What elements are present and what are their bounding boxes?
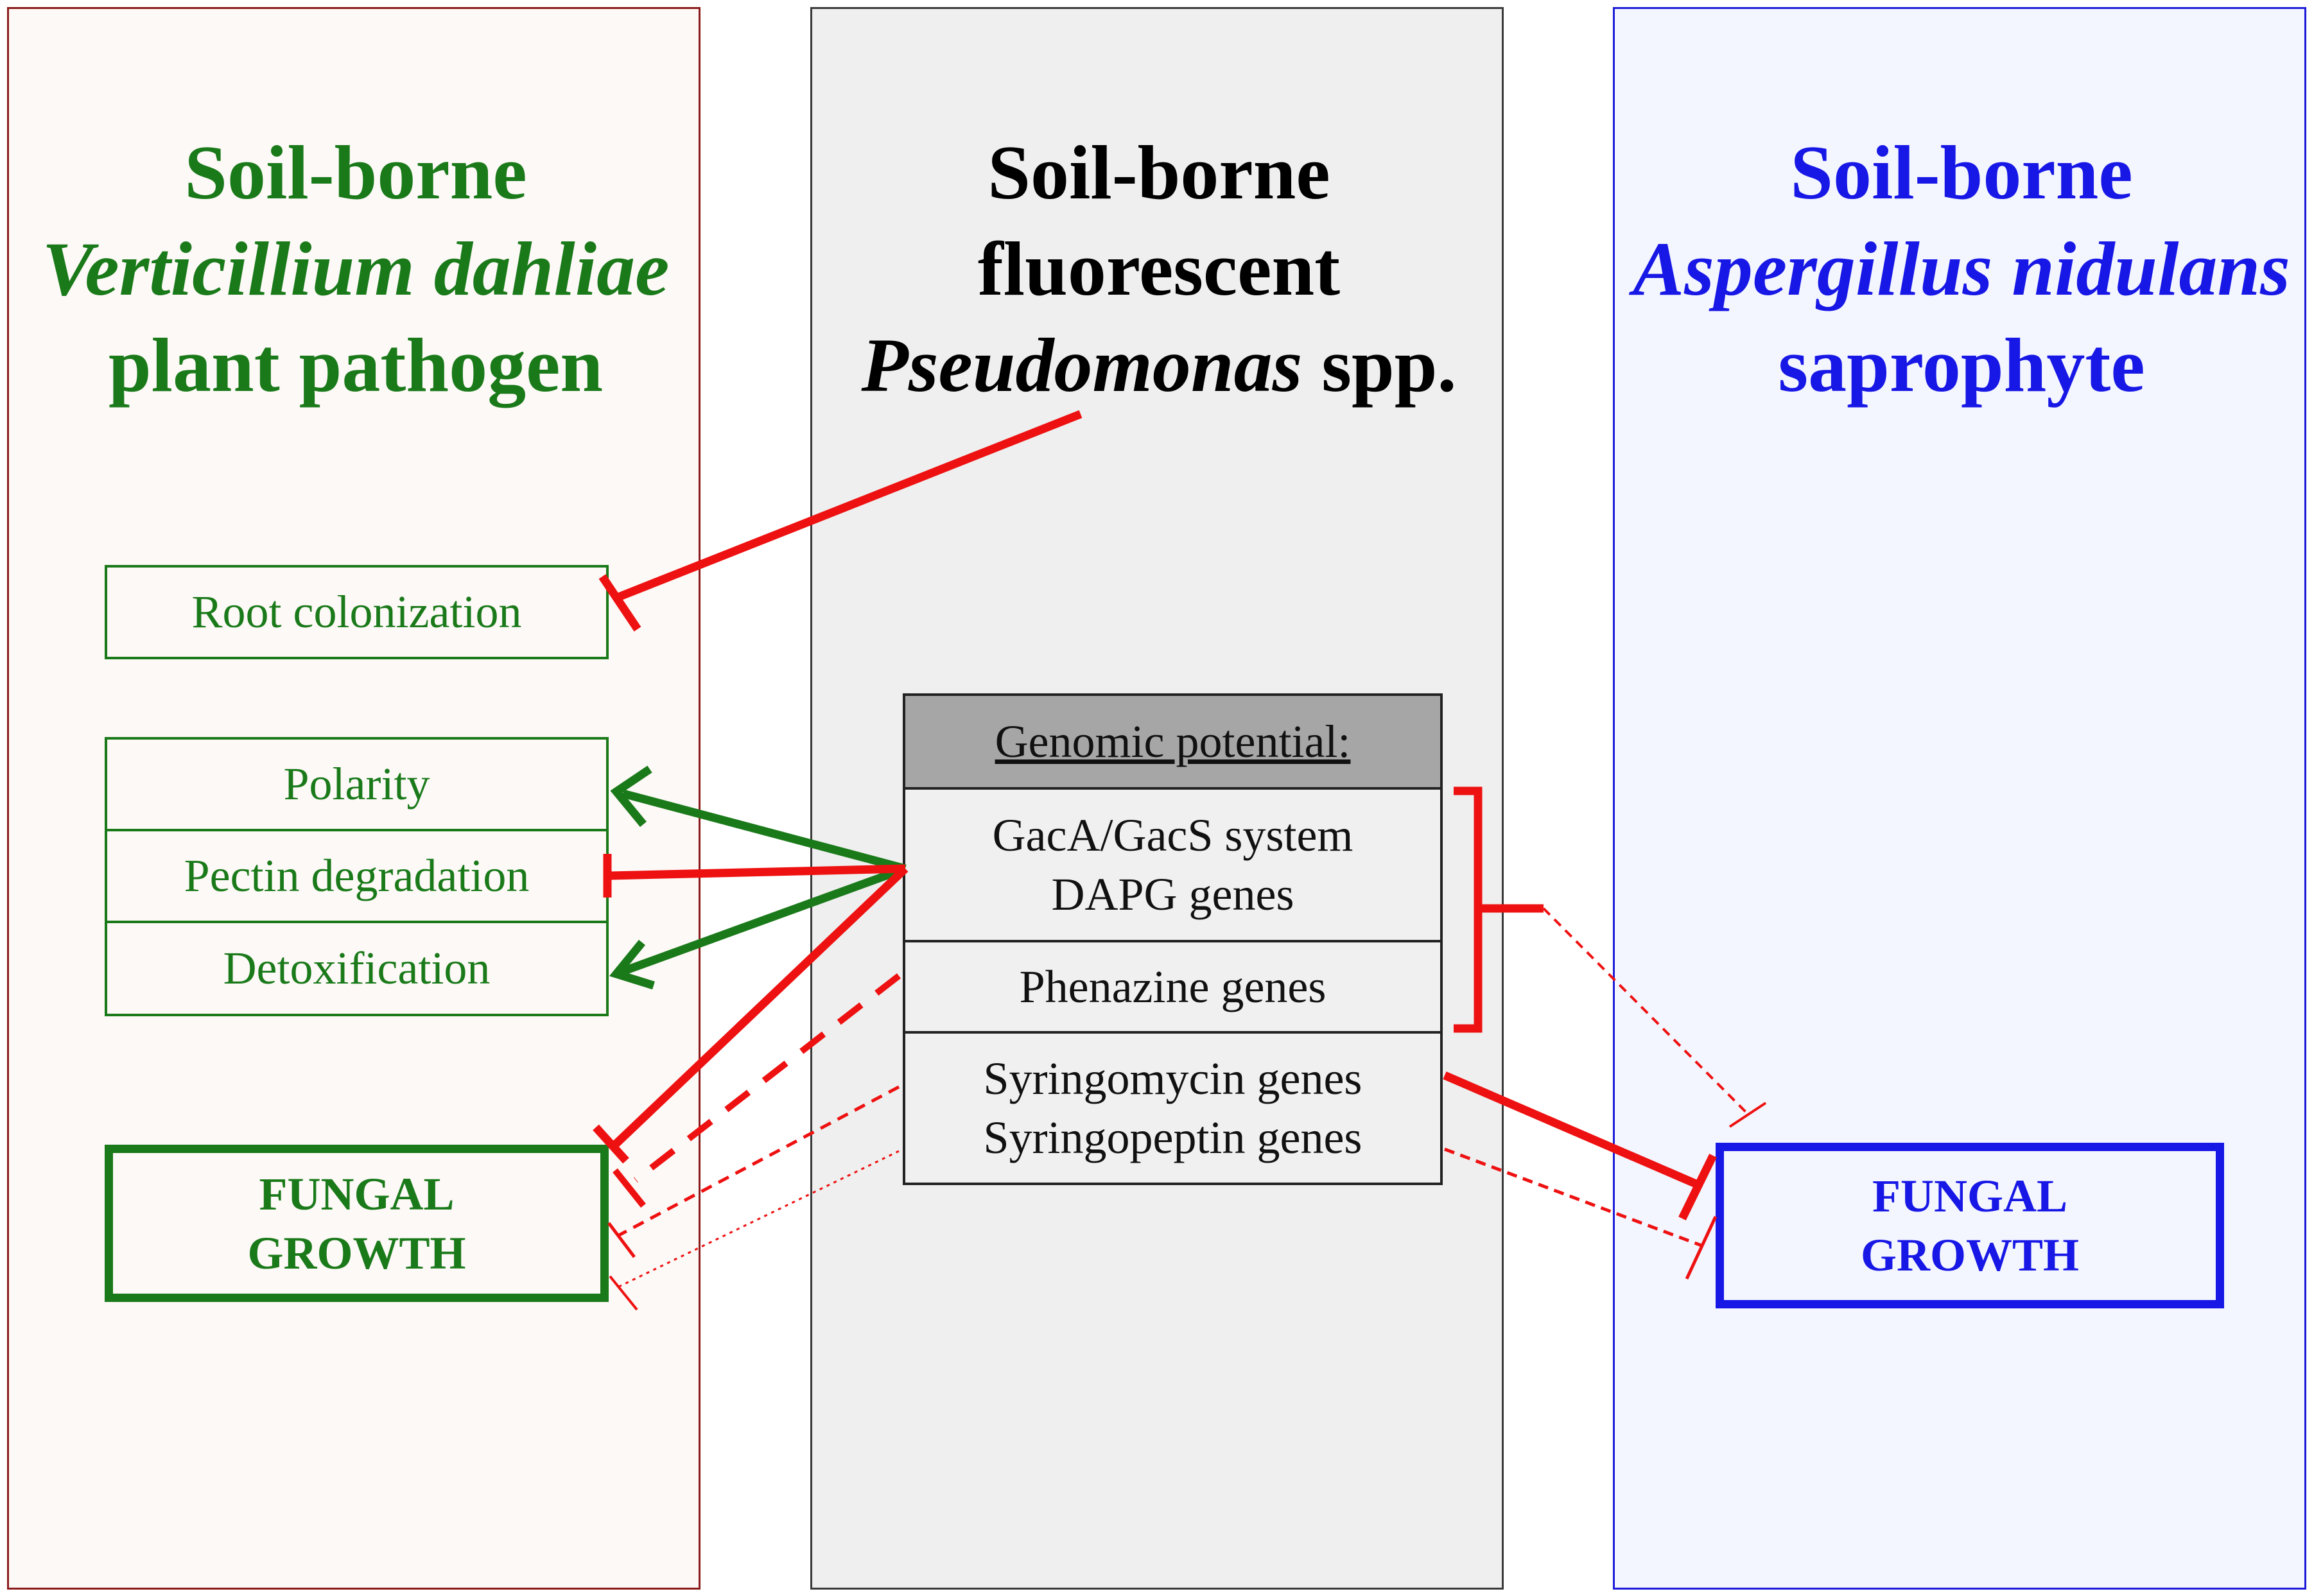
pectin-degradation-box: Pectin degradation — [105, 831, 609, 923]
genomic-potential-header: Genomic potential: — [905, 696, 1440, 787]
syringomycin-inhibition-bar — [607, 1222, 636, 1258]
polarity-box: Polarity — [105, 737, 609, 831]
aspergillus-title: Soil-borne Aspergillus nidulans saprophy… — [1589, 125, 2314, 413]
pectin-inhibition-line — [609, 864, 906, 880]
gac-system-label: GacA/GacS system — [992, 810, 1353, 861]
aspergillus-title-line1: Soil-borne — [1790, 130, 2133, 215]
detox-arrowhead — [609, 939, 655, 990]
pseudomonas-title: Soil-borne fluorescent Pseudomonas spp. — [787, 125, 1531, 413]
bracket-aspergillus-bar — [1728, 1102, 1767, 1128]
pseudomonas-title-line3: Pseudomonas spp. — [787, 317, 1531, 413]
syringomycin-inhibition-line — [616, 1085, 900, 1238]
verticillium-title-line2: Verticillium dahliae — [42, 226, 670, 311]
root-colonization-box: Root colonization — [105, 565, 609, 659]
detoxification-box: Detoxification — [105, 923, 609, 1016]
syringomycin-aspergillus-bar — [1678, 1154, 1717, 1220]
syringopeptin-inhibition-bar — [609, 1275, 638, 1311]
verticillium-title-line1: Soil-borne — [184, 130, 527, 215]
detoxification-label: Detoxification — [223, 942, 491, 994]
polarity-activation-line — [622, 789, 907, 873]
verticillium-title: Soil-borne Verticillium dahliae plant pa… — [0, 125, 728, 413]
phenazine-genes-label: Phenazine genes — [1019, 961, 1327, 1012]
aspergillus-title-line3: saprophyte — [1778, 322, 2145, 408]
verticillium-fungal-growth-box: FUNGAL GROWTH — [105, 1145, 609, 1302]
syringo-row: Syringomycin genes Syringopeptin genes — [905, 1031, 1440, 1183]
aspergillus-fungal-growth-box: FUNGAL GROWTH — [1716, 1143, 2224, 1308]
pseudomonas-title-line1: Soil-borne — [987, 130, 1330, 215]
root-inhibition-bar — [598, 574, 641, 632]
syringopeptin-genes-label: Syringopeptin genes — [983, 1112, 1362, 1163]
polarity-arrowhead — [610, 765, 652, 828]
phenazine-inhibition-line — [633, 973, 901, 1183]
detox-activation-line — [621, 864, 907, 976]
syringopeptin-inhibition-line — [616, 1150, 900, 1289]
verticillium-fungal-label-line1: FUNGAL — [259, 1168, 455, 1220]
aspergillus-panel: Soil-borne Aspergillus nidulans saprophy… — [1613, 7, 2306, 1590]
pectin-degradation-label: Pectin degradation — [184, 850, 530, 901]
syringomycin-aspergillus-line — [1443, 1071, 1701, 1189]
pseudomonas-genus: Pseudomonas — [861, 322, 1303, 408]
polarity-label: Polarity — [283, 758, 430, 810]
genomic-potential-table: Genomic potential: GacA/GacS system DAPG… — [903, 693, 1443, 1185]
root-inhibition-line — [613, 410, 1083, 603]
gac-fungal-inhibition-bar — [593, 1124, 629, 1164]
pseudomonas-title-line2: fluorescent — [977, 226, 1341, 311]
syringopeptin-aspergillus-line — [1444, 1147, 1702, 1247]
verticillium-title-line3: plant pathogen — [108, 322, 604, 408]
gac-dapg-row: GacA/GacS system DAPG genes — [905, 787, 1440, 940]
root-colonization-label: Root colonization — [191, 586, 522, 638]
phenazine-inhibition-bar — [613, 1168, 646, 1208]
phenazine-row: Phenazine genes — [905, 940, 1440, 1031]
bracket-aspergillus-line — [1542, 907, 1750, 1116]
gac-fungal-inhibition-line — [612, 865, 909, 1148]
syringomycin-genes-label: Syringomycin genes — [983, 1053, 1362, 1104]
aspergillus-title-line2: Aspergillus nidulans — [1633, 226, 2290, 311]
dapg-genes-label: DAPG genes — [1051, 869, 1294, 920]
aspergillus-fungal-label-line1: FUNGAL — [1872, 1170, 2067, 1222]
gac-phenazine-bracket — [1454, 786, 1544, 1033]
verticillium-fungal-label-line2: GROWTH — [247, 1227, 466, 1279]
syringopeptin-aspergillus-bar — [1685, 1215, 1718, 1280]
aspergillus-fungal-label-line2: GROWTH — [1860, 1229, 2080, 1281]
pseudomonas-spp: spp. — [1302, 322, 1457, 408]
